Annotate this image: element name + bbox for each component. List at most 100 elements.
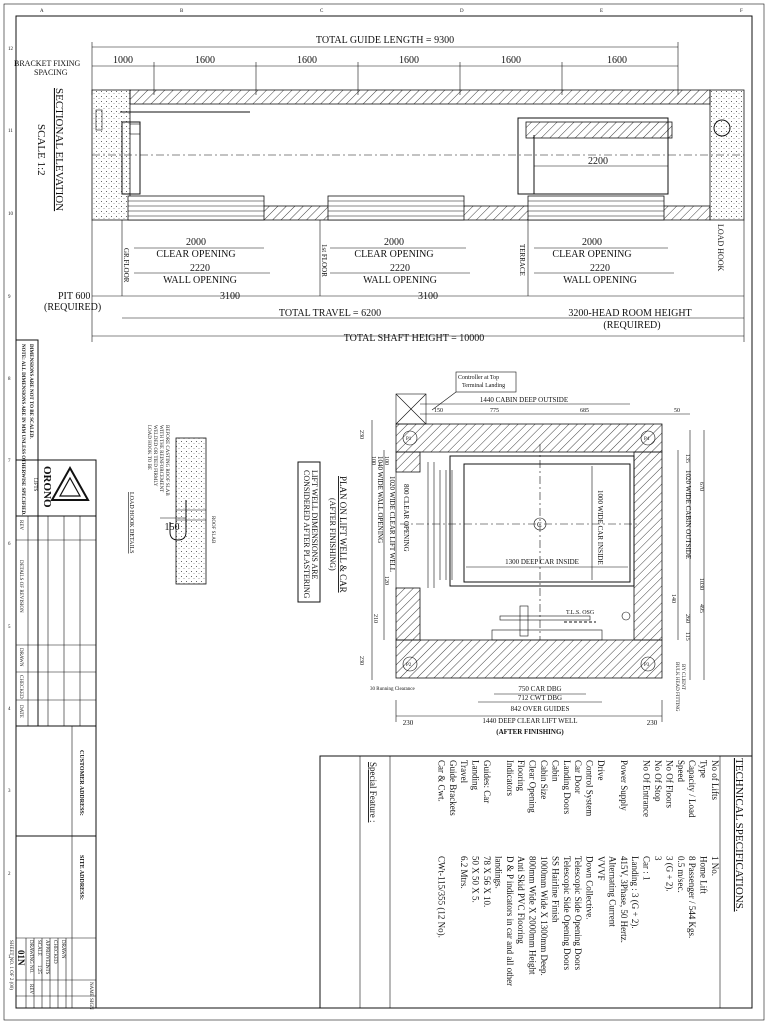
svg-text:2000: 2000 xyxy=(384,237,404,248)
pulley-p4 xyxy=(640,430,656,446)
tb-sign: SIGN xyxy=(88,998,93,1010)
spec-label: Indicators xyxy=(505,760,515,796)
revision-table xyxy=(16,516,96,726)
rev-header-drawn: DRAWN xyxy=(18,648,23,667)
spec-value: Telescopic Side Opening Doors xyxy=(573,856,583,971)
hook-detail-title: LOAD HOOK DETAILS xyxy=(128,492,134,554)
deep-car-inside: 1300 DEEP CAR INSIDE xyxy=(505,558,579,566)
left-panel: NOTE: ALL DIMENSIONS ARE IN MM UNLESS OT… xyxy=(8,339,97,1010)
spec-value: Telescopic Side Opening Doors xyxy=(562,856,572,971)
left-dim-230-bottom: 230 xyxy=(358,656,364,665)
hook-note-2: WELDED OR TIED FIRMLY xyxy=(152,425,157,487)
tb-value-scale: 1:25 xyxy=(36,965,41,974)
svg-text:1: 1 xyxy=(8,955,11,960)
spec-label: No Of Stop xyxy=(653,760,663,802)
specs-title: TECHNICAL SPECIFICATIONS. xyxy=(733,758,745,912)
cabin-outside xyxy=(449,455,635,587)
elevation-title: SECTIONAL ELEVATION xyxy=(53,88,65,211)
bracket-spacing-4: 1600 xyxy=(399,55,419,66)
left-dim-100-a: 100 xyxy=(370,456,376,465)
spec-value: 800mm Wide X 2000mm Height xyxy=(528,856,538,975)
pulley-p2 xyxy=(402,656,418,672)
bracket-spacing-5: 1600 xyxy=(501,55,521,66)
company-logo xyxy=(50,465,90,501)
tb-drawing-no: DRAWING NO. xyxy=(28,940,33,973)
spec-value: 3 (G + 2). xyxy=(664,856,674,892)
spec-label: No of Lifts xyxy=(710,760,720,800)
left-dim-100-b: 100 xyxy=(383,456,389,465)
right-dim-1030: 1030 xyxy=(698,578,704,590)
left-dim-210: 210 xyxy=(372,614,378,623)
plan-note-2: CONSIDERED AFTER PLASTERING xyxy=(302,470,311,599)
special-feature: Special Feature : xyxy=(368,762,378,822)
bulk-note-1: BULK HEAD FITTING xyxy=(674,662,679,712)
tb-drawn: DRAWN xyxy=(60,940,65,959)
pulley-p1 xyxy=(402,430,418,446)
spec-value: 78 X 56 X 10. xyxy=(482,856,492,907)
spec-value: Car : 1 xyxy=(642,856,652,881)
floor-height-2: 3100 xyxy=(418,291,438,302)
tb-rev: REV xyxy=(28,984,33,994)
pit-required: (REQUIRED) xyxy=(44,302,101,313)
tb-sheet: SHEET NO. 1 OF 2 (00) xyxy=(8,940,13,990)
site-address: SITE ADDRESS: xyxy=(78,855,84,900)
car-dbg: 750 CAR DBG xyxy=(518,685,561,693)
right-dim-495: 495 xyxy=(698,604,704,613)
svg-text:C: C xyxy=(320,9,324,14)
svg-text:5: 5 xyxy=(8,625,11,630)
svg-text:9: 9 xyxy=(8,295,11,300)
spec-label: Landing xyxy=(471,760,481,790)
roof-slab-label: ROOF SLAB xyxy=(210,516,215,544)
svg-text:CLEAR OPENING: CLEAR OPENING xyxy=(354,249,433,260)
spec-label: Power Supply xyxy=(619,760,629,811)
car-top xyxy=(517,117,669,195)
svg-text:D: D xyxy=(460,9,464,14)
counterweight xyxy=(491,629,603,641)
left-dim-230-top: 230 xyxy=(358,430,364,439)
spec-value: VVVF xyxy=(596,856,606,881)
svg-text:12: 12 xyxy=(8,47,14,52)
car-bottom xyxy=(121,121,141,195)
spec-value: 415V, 3Phase, 50 Hertz. xyxy=(619,856,629,943)
total-travel: TOTAL TRAVEL = 6200 xyxy=(279,308,381,319)
spec-value: 3 xyxy=(653,856,663,861)
hook-note-3: WITH THE REINFORCEMENT xyxy=(158,425,163,492)
spec-label: Guides: Car xyxy=(482,760,492,803)
spec-label: Speed xyxy=(676,760,686,782)
bracket-label-line2: SPACING xyxy=(34,68,68,77)
spec-label: Landing Doors xyxy=(562,760,572,815)
bulk-note-2: BY CLIENT xyxy=(680,664,685,690)
spec-value: landings. xyxy=(493,856,503,889)
svg-text:11: 11 xyxy=(8,129,13,134)
plan-note-1: LIFT WELL DIMENSIONS ARE xyxy=(310,470,319,580)
spec-value: Anti Skid PVC Flooring xyxy=(516,856,526,944)
plan-notes: LIFT WELL DIMENSIONS ARE CONSIDERED AFTE… xyxy=(297,461,348,603)
svg-text:C: C xyxy=(537,521,542,529)
svg-text:2220: 2220 xyxy=(590,263,610,274)
spec-value: D & P indicators in car and all other xyxy=(505,856,515,986)
spec-value: Landing : 3 (G + 2). xyxy=(630,856,640,929)
spec-value: Home Lift xyxy=(699,856,709,894)
right-dim-670: 670 xyxy=(698,482,704,491)
right-dim-260: 260 xyxy=(684,614,690,623)
plan-title: PLAN ON LIFT WELL & CAR xyxy=(338,476,348,593)
floor-label-gr: GR.FLOOR xyxy=(122,248,130,283)
wide-car-inside: 1000 WIDE CAR INSIDE xyxy=(596,490,604,565)
svg-text:2220: 2220 xyxy=(190,263,210,274)
cabin-inside xyxy=(463,463,631,583)
floor-label-1st: 1st FLOOR xyxy=(320,244,328,277)
customer-address: CUSTOMER ADDRESS: xyxy=(78,750,84,816)
spec-value: 6.2 Mtrs. xyxy=(459,856,469,889)
tb-checked: CHECKED xyxy=(52,940,57,964)
bottom-dim-right: 230 xyxy=(647,719,658,727)
tb-scale: SCALE xyxy=(36,940,41,956)
svg-text:A: A xyxy=(40,9,44,14)
spec-label: Car Door xyxy=(573,760,583,794)
plan-wall-left-top xyxy=(395,451,421,473)
controller-note-1: Controller at Top xyxy=(458,375,499,381)
shaft-wall-top xyxy=(129,89,711,105)
svg-text:P4: P4 xyxy=(644,437,650,442)
svg-text:2000: 2000 xyxy=(186,237,206,248)
left-dim-120: 120 xyxy=(383,576,389,585)
svg-text:CLEAR OPENING: CLEAR OPENING xyxy=(156,249,235,260)
